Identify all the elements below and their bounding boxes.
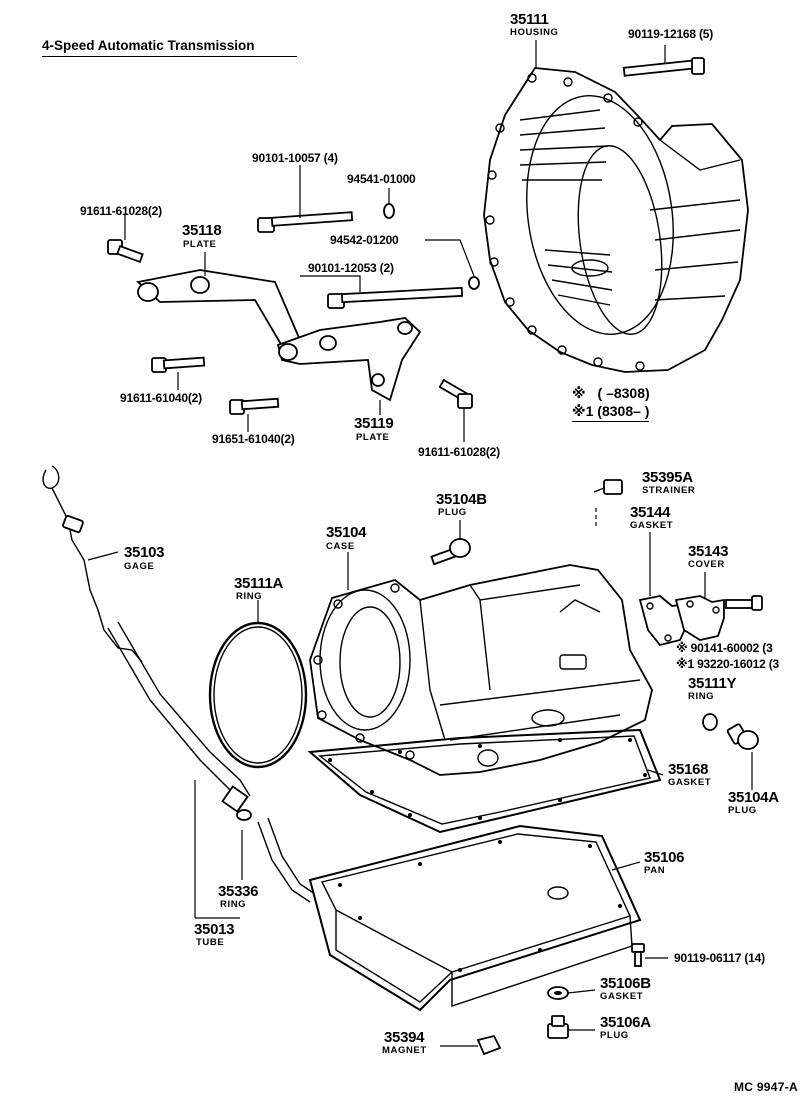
label-91611-61028-a: 91611-61028(2) xyxy=(80,204,162,218)
diagram-code: MC 9947-A xyxy=(733,1080,798,1094)
note-text-1: ( –8308) xyxy=(597,385,650,401)
label-35104B-sub: PLUG xyxy=(438,507,467,518)
washer-94542 xyxy=(468,276,480,290)
label-35013: 35013 xyxy=(194,921,235,938)
label-93220-16012: ※1 93220-16012 (3 xyxy=(676,657,780,671)
label-90101-10057: 90101-10057 (4) xyxy=(252,151,338,165)
label-35394: 35394 xyxy=(384,1029,425,1046)
label-35168-sub: GASKET xyxy=(668,777,712,788)
label-35144: 35144 xyxy=(630,504,671,521)
label-35395A: 35395A xyxy=(642,469,693,486)
label-94541-01000: 94541-01000 xyxy=(347,172,416,186)
label-35168: 35168 xyxy=(668,761,709,778)
ring-35111Y xyxy=(702,713,718,731)
housing-35111 xyxy=(483,67,749,373)
label-35395A-sub: STRAINER xyxy=(642,485,696,496)
label-35336-sub: RING xyxy=(220,899,247,910)
bolt-90119-12168 xyxy=(622,57,705,77)
bolt-90101-12053 xyxy=(327,286,464,309)
o-ring-35111A xyxy=(208,621,308,769)
label-35106A-sub: PLUG xyxy=(600,1030,629,1041)
label-35143: 35143 xyxy=(688,543,729,560)
label-35111A-sub: RING xyxy=(236,591,263,602)
gasket-35168 xyxy=(307,728,662,834)
label-35111-sub: HOUSING xyxy=(510,27,559,38)
label-35106A: 35106A xyxy=(600,1014,651,1031)
label-90101-12053: 90101-12053 (2) xyxy=(308,261,394,275)
diagram-title: 4-Speed Automatic Transmission xyxy=(42,38,297,57)
label-35104A-sub: PLUG xyxy=(728,805,757,816)
plate-35118 xyxy=(136,269,302,348)
ring-35336 xyxy=(236,809,252,821)
case-35104 xyxy=(309,564,653,776)
label-35106: 35106 xyxy=(644,849,685,866)
label-91611-61028-b: 91611-61028(2) xyxy=(418,445,500,459)
label-90119-12168: 90119-12168 (5) xyxy=(628,27,714,41)
label-35104: 35104 xyxy=(326,524,367,541)
plate-35119 xyxy=(276,317,422,402)
strainer-35395A xyxy=(593,479,623,528)
magnet-35394 xyxy=(476,1034,502,1056)
washer-94541 xyxy=(383,203,395,219)
pan-35106 xyxy=(308,824,642,1012)
label-35143-sub: COVER xyxy=(688,559,725,570)
label-91611-61040: 91611-61040(2) xyxy=(120,391,202,405)
label-35111Y-sub: RING xyxy=(688,691,715,702)
label-90119-06117: 90119-06117 (14) xyxy=(674,951,765,965)
label-35111A: 35111A xyxy=(234,575,284,592)
note-row-2: ※1 (8308– ) xyxy=(572,403,650,422)
label-94542-01200: 94542-01200 xyxy=(330,233,399,247)
label-35119-sub: PLATE xyxy=(356,432,390,443)
note-mark-1: ※ xyxy=(572,385,586,401)
gasket-35106B xyxy=(547,986,569,1000)
label-35103: 35103 xyxy=(124,544,165,561)
bolt-90141-60002 xyxy=(725,595,763,611)
label-35336: 35336 xyxy=(218,883,259,900)
label-35104A: 35104A xyxy=(728,789,779,806)
label-35111: 35111 xyxy=(510,11,549,28)
label-35104B: 35104B xyxy=(436,491,487,508)
label-35144-sub: GASKET xyxy=(630,520,674,531)
bolt-90101-10057 xyxy=(257,211,354,233)
leader-lines-top xyxy=(124,40,666,442)
cover-35143 xyxy=(674,595,725,641)
label-35103-sub: GAGE xyxy=(124,561,155,572)
bolt-90119-06117 xyxy=(631,943,645,967)
tube-35013 xyxy=(107,621,319,903)
bolt-91611-61040 xyxy=(151,356,206,373)
note-row-1: ※ ( –8308) xyxy=(572,386,650,400)
label-35106B-sub: GASKET xyxy=(600,991,644,1002)
note-text-2: (8308– ) xyxy=(597,403,650,419)
label-35106-sub: PAN xyxy=(644,865,666,876)
label-35104-sub: CASE xyxy=(326,541,355,552)
label-91651-61040: 91651-61040(2) xyxy=(212,432,295,446)
label-35394-sub: MAGNET xyxy=(382,1045,427,1056)
plug-35104B xyxy=(430,538,471,566)
label-90141-60002: ※ 90141-60002 (3 xyxy=(676,641,773,655)
label-35119: 35119 xyxy=(354,415,394,432)
plug-35104A xyxy=(726,723,759,750)
plug-35106A xyxy=(547,1015,569,1039)
bolt-91611-61028-a xyxy=(107,239,144,264)
label-35118: 35118 xyxy=(182,222,222,239)
label-35111Y: 35111Y xyxy=(688,675,737,692)
leader-lines-bottom xyxy=(87,520,753,1047)
bolt-91611-61028-b xyxy=(438,378,473,409)
label-35013-sub: TUBE xyxy=(196,937,225,948)
note-mark-2: ※1 xyxy=(572,403,594,419)
dipstick-35103 xyxy=(42,465,143,663)
bolt-91651-61040 xyxy=(229,397,280,415)
label-35106B: 35106B xyxy=(600,975,651,992)
label-35118-sub: PLATE xyxy=(183,239,217,250)
